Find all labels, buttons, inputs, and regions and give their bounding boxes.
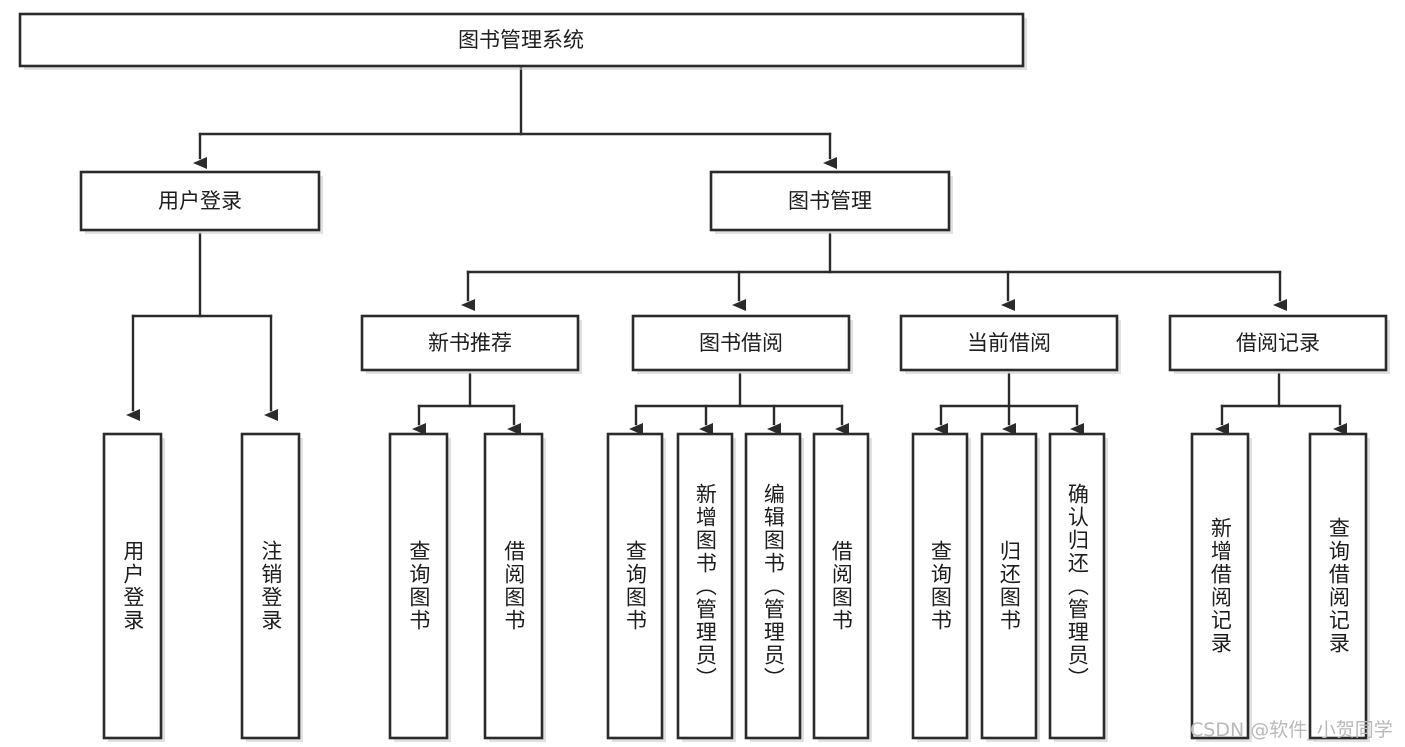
leaf-current-confirm-return[interactable]: [1048, 432, 1108, 742]
node-book-borrow-label: 图书借阅: [699, 331, 783, 355]
node-borrow-record[interactable]: 借阅记录: [1168, 314, 1390, 374]
leaf-user-login-logout[interactable]: [240, 432, 303, 742]
leaf-borrow-add-book[interactable]: [676, 432, 736, 742]
connector-group-root: [193, 66, 837, 169]
node-new-book-recommend[interactable]: 新书推荐: [360, 314, 582, 374]
node-book-management[interactable]: 图书管理: [709, 170, 953, 234]
node-root[interactable]: 图书管理系统: [18, 12, 1027, 70]
connector-group-borrow-record: [1215, 372, 1347, 435]
leaf-borrow-borrow-book[interactable]: [812, 432, 872, 742]
leaf-record-query[interactable]: [1308, 432, 1370, 742]
connector-group-current-borrow: [934, 372, 1084, 435]
leaf-current-query[interactable]: [911, 432, 971, 742]
connector-group-borrow-book: [629, 372, 849, 435]
node-borrow-record-label: 借阅记录: [1236, 331, 1320, 355]
node-current-borrow[interactable]: 当前借阅: [899, 314, 1121, 374]
connector-group-book-manage: [461, 232, 1287, 311]
leaf-user-login-login[interactable]: [102, 432, 165, 742]
leaf-current-return[interactable]: [980, 432, 1040, 742]
leaf-borrow-edit-book[interactable]: [744, 432, 804, 742]
leaf-new-book-query[interactable]: [388, 432, 451, 742]
csdn-watermark: CSDN @软件_小贺同学: [1190, 719, 1393, 741]
leaf-new-book-borrow[interactable]: [483, 432, 546, 742]
node-book-borrow[interactable]: 图书借阅: [631, 314, 853, 374]
node-user-login[interactable]: 用户登录: [79, 170, 323, 234]
leaf-record-add[interactable]: [1190, 432, 1252, 742]
leaf-borrow-query[interactable]: [606, 432, 666, 742]
node-current-borrow-label: 当前借阅: [967, 331, 1051, 355]
node-book-management-label: 图书管理: [788, 189, 872, 213]
connector-group-user-login: [126, 232, 278, 421]
connector-group-new-book: [412, 372, 521, 435]
node-user-login-label: 用户登录: [158, 189, 242, 213]
node-root-label: 图书管理系统: [458, 28, 584, 52]
node-new-book-recommend-label: 新书推荐: [428, 331, 512, 355]
